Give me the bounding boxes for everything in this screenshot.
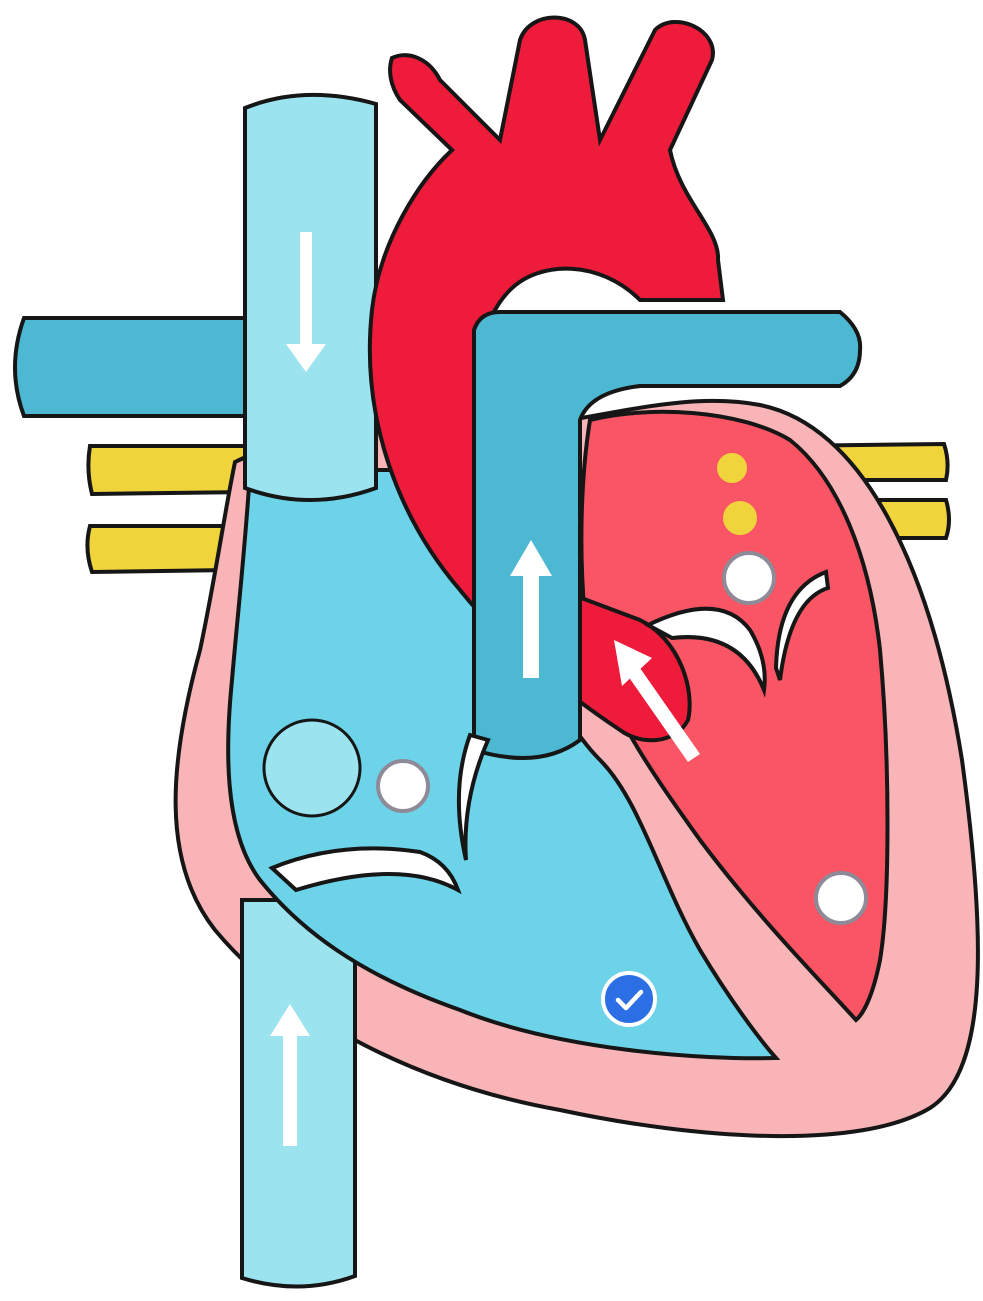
hotspot-left-atrium[interactable]: [724, 553, 774, 603]
conduction-node-lower: [723, 501, 757, 535]
hotspot-right-ventricle[interactable]: [603, 973, 655, 1025]
left-conduction-bundle-upper: [88, 446, 250, 494]
left-conduction-bundle-lower: [87, 526, 230, 572]
fossa-ovalis: [264, 720, 360, 816]
hotspot-right-atrium[interactable]: [378, 761, 428, 811]
hotspot-left-ventricle[interactable]: [816, 873, 866, 923]
conduction-node-upper: [717, 453, 747, 483]
inferior-vena-cava: [242, 900, 355, 1287]
left-pulmonary-artery: [15, 318, 260, 416]
